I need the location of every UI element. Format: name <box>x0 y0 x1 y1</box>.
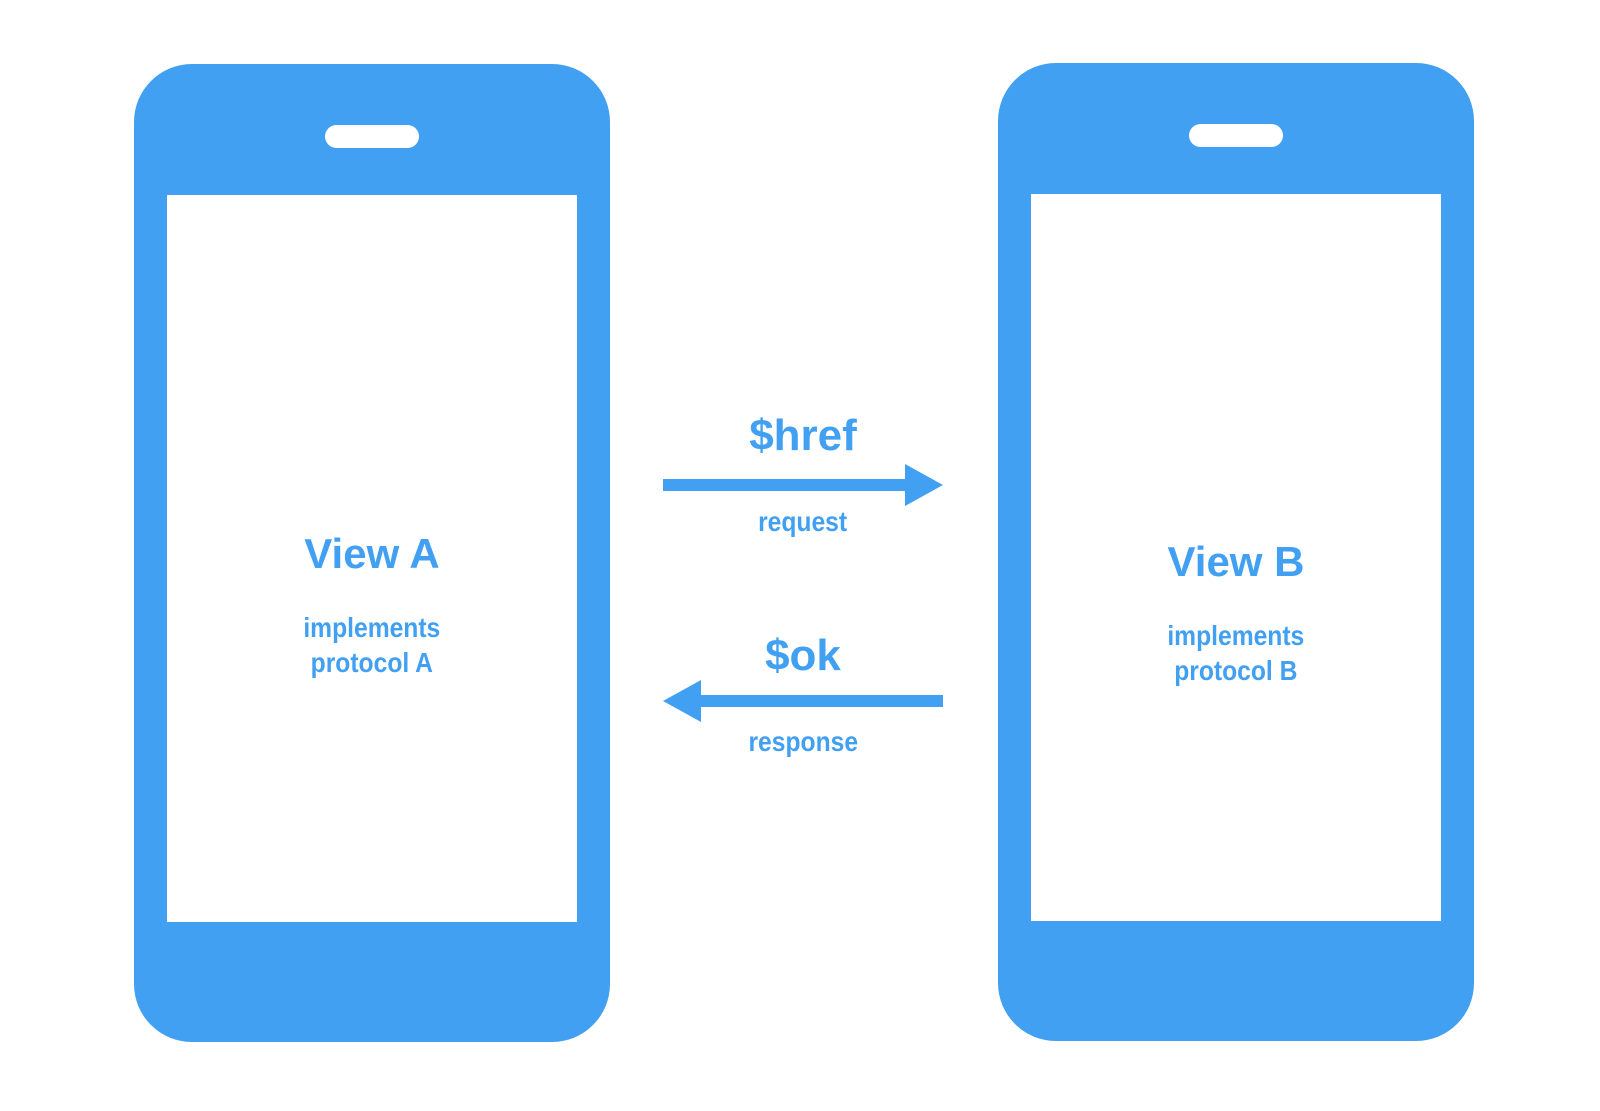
phone-screen-b: View B implements protocol B <box>1031 194 1441 921</box>
left-arrow-icon <box>663 679 943 723</box>
request-arrow-group: $href request <box>663 413 943 539</box>
arrow-shaft <box>663 479 905 491</box>
view-b-subtitle: implements protocol B <box>1167 620 1305 686</box>
request-label: $href <box>749 411 857 460</box>
arrow-head <box>663 680 701 722</box>
response-sublabel: response <box>748 726 858 757</box>
view-b-title: View B <box>1167 538 1305 585</box>
phone-view-a: View A implements protocol A <box>134 64 610 1042</box>
arrow-head <box>905 464 943 506</box>
phone-view-b: View B implements protocol B <box>998 63 1474 1041</box>
response-label: $ok <box>765 631 841 680</box>
speaker-slot-icon <box>325 125 419 148</box>
view-a-subtitle: implements protocol A <box>303 612 441 678</box>
phone-screen-a: View A implements protocol A <box>167 195 577 922</box>
screen-content-b: View B implements protocol B <box>1031 540 1441 688</box>
arrow-shaft <box>701 695 943 707</box>
right-arrow-icon <box>663 463 943 507</box>
view-a-title: View A <box>304 530 440 577</box>
response-arrow-group: $ok response <box>663 633 943 759</box>
speaker-slot-icon <box>1189 124 1283 147</box>
request-sublabel: request <box>758 506 848 537</box>
screen-content-a: View A implements protocol A <box>167 532 577 680</box>
